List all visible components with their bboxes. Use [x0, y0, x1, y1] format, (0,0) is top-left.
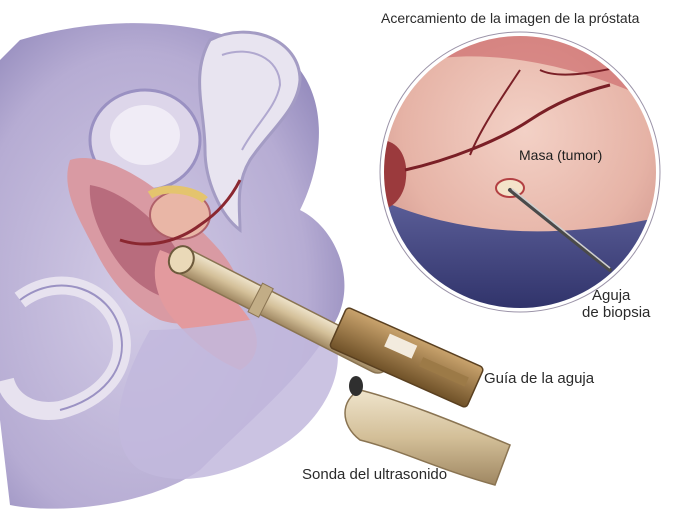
buttock-shape [119, 317, 338, 479]
probe-label: Sonda del ultrasonido [302, 466, 447, 483]
guide-label: Guía de la aguja [484, 370, 594, 387]
probe-handle-ring [349, 376, 363, 396]
needle-label-line1: Aguja [592, 287, 650, 304]
tumor-label: Masa (tumor) [519, 147, 602, 163]
zoom-caption: Acercamiento de la imagen de la próstata [381, 10, 639, 26]
bladder-inner [110, 105, 180, 165]
needle-label-line2: de biopsia [582, 304, 650, 321]
needle-label: Aguja de biopsia [592, 287, 650, 322]
tumor-mass [496, 179, 524, 197]
